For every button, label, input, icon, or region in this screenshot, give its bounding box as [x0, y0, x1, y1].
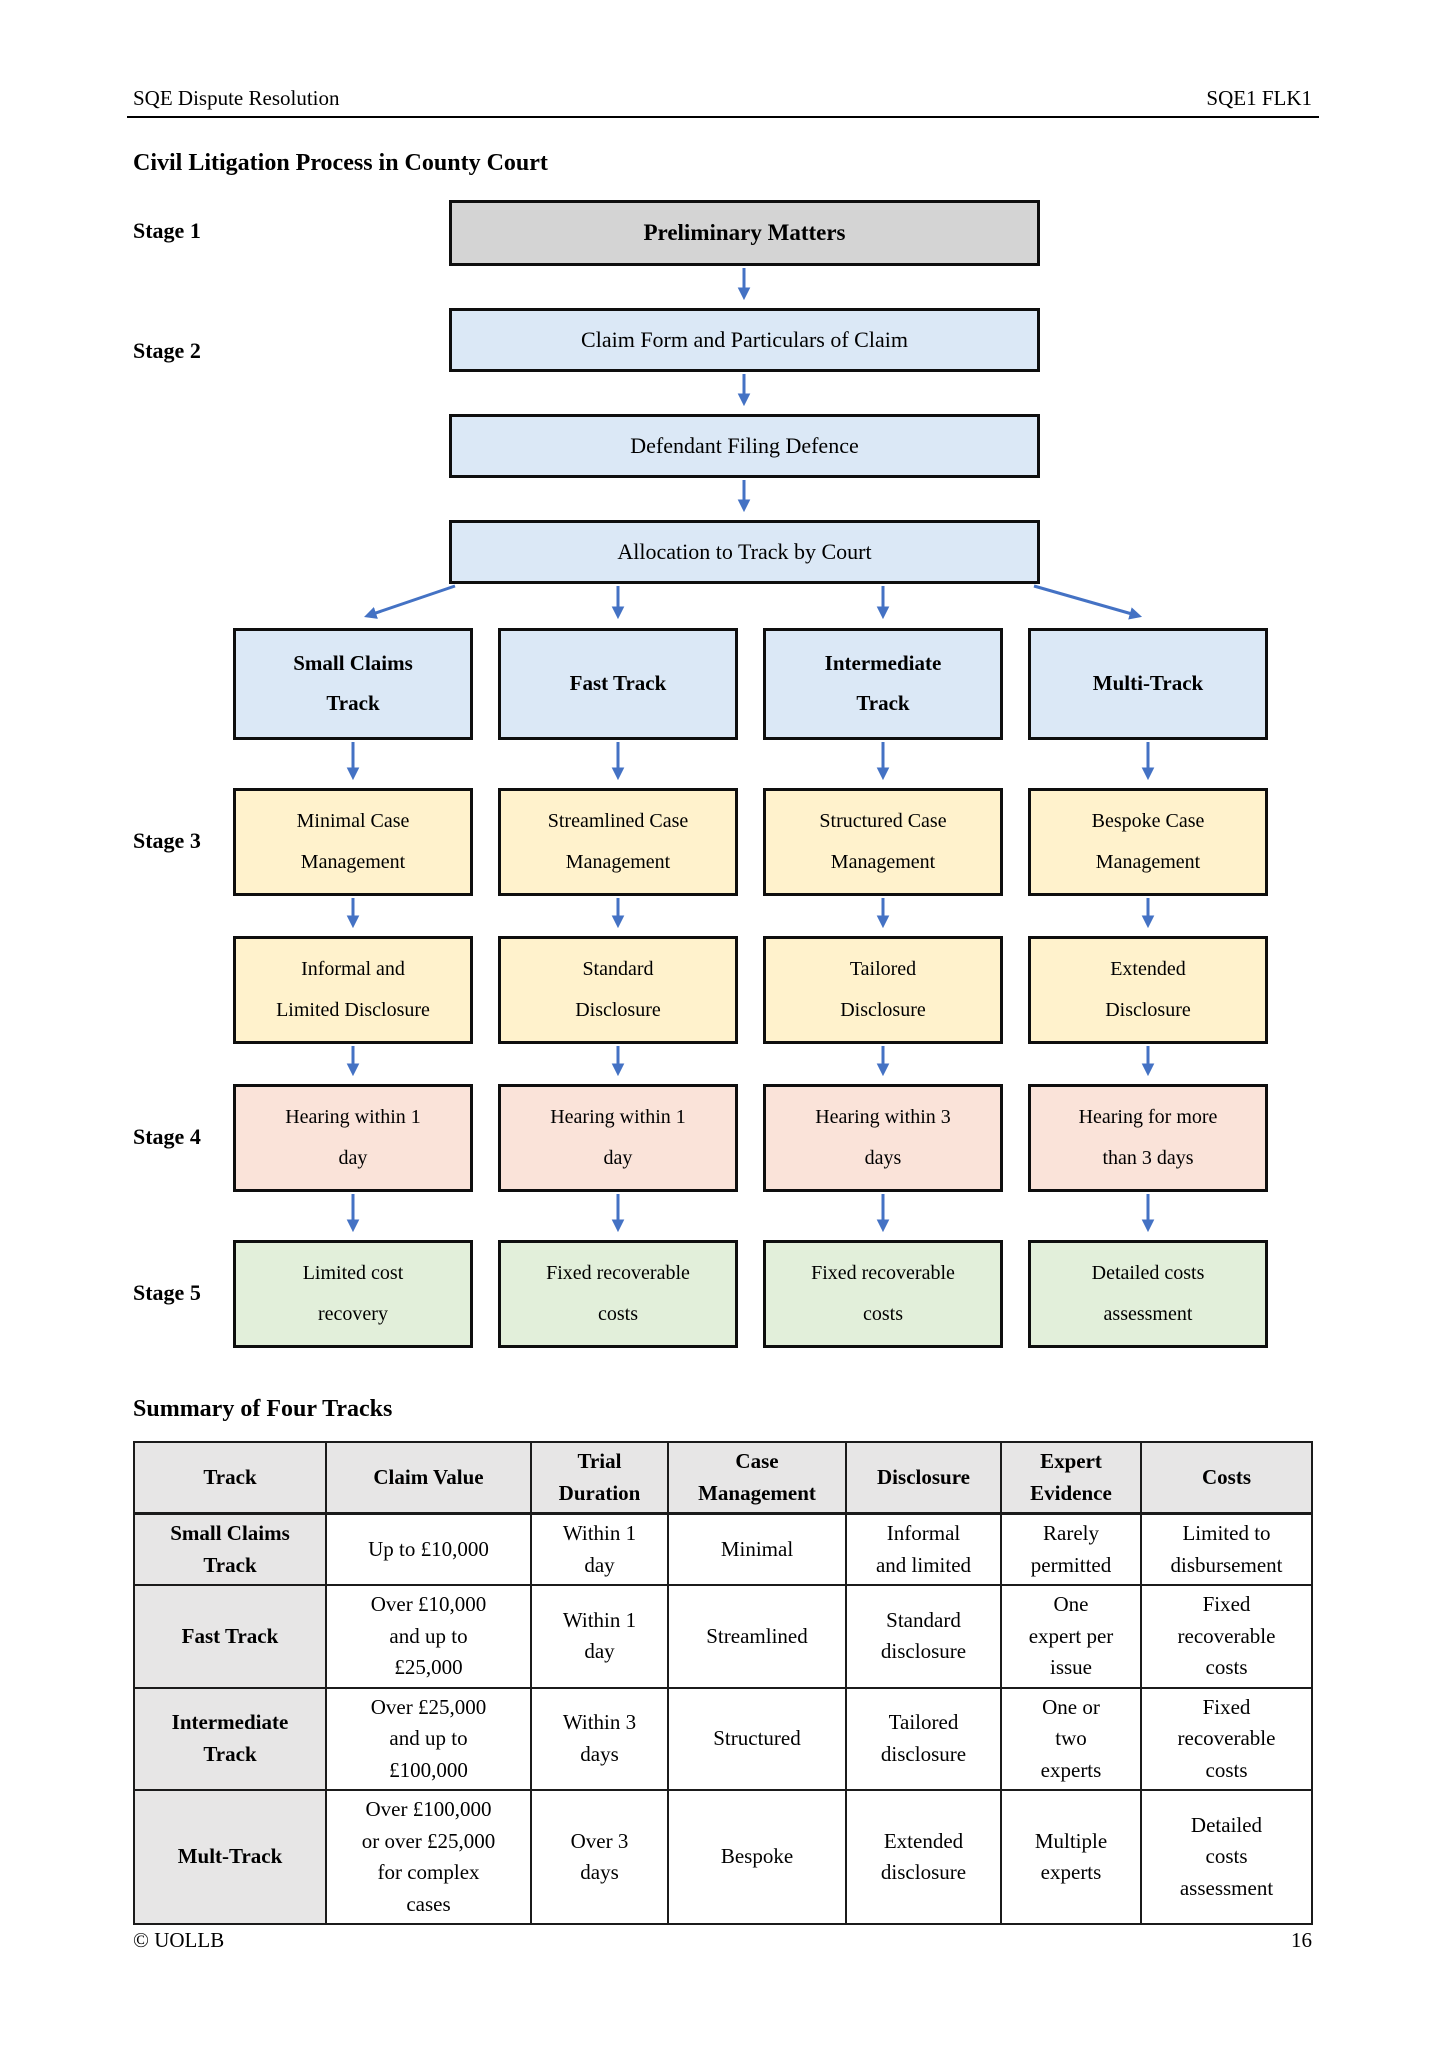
table-cell: Fixed recoverable costs	[1140, 1686, 1313, 1791]
column-header-track: Track	[133, 1441, 327, 1515]
table-cell: Intermediate Track	[133, 1686, 327, 1791]
hearing-box-multi-track: Hearing for more than 3 days	[1028, 1084, 1268, 1192]
hearing-box-small-claims: Hearing within 1 day	[233, 1084, 473, 1192]
table-row-intermediate: Intermediate Track Over £25,000 and up t…	[133, 1686, 1313, 1791]
disclosure-box-fast-track: Standard Disclosure	[498, 936, 738, 1044]
table-cell: Over £10,000 and up to £25,000	[325, 1584, 532, 1689]
column-header-costs: Costs	[1140, 1441, 1313, 1515]
flow-box-allocation: Allocation to Track by Court	[449, 520, 1040, 584]
table-cell: Limited to disbursement	[1140, 1512, 1313, 1586]
header-right-text: SQE1 FLK1	[1206, 86, 1312, 110]
table-cell: Extended disclosure	[845, 1789, 1002, 1925]
table-cell: Over 3 days	[530, 1789, 669, 1925]
table-cell: Multiple experts	[1000, 1789, 1142, 1925]
column-header-case-management: Case Management	[667, 1441, 847, 1515]
hearing-box-intermediate: Hearing within 3 days	[763, 1084, 1003, 1192]
summary-table-wrap: Track Claim Value Trial Duration Case Ma…	[133, 1441, 1313, 1925]
table-row-small-claims: Small Claims Track Up to £10,000 Within …	[133, 1512, 1313, 1586]
column-header-disclosure: Disclosure	[845, 1441, 1002, 1515]
table-cell: Within 1 day	[530, 1584, 669, 1689]
table-cell: Fast Track	[133, 1584, 327, 1689]
stage-label-3: Stage 3	[133, 828, 201, 853]
table-cell: Within 1 day	[530, 1512, 669, 1586]
costs-box-fast-track: Fixed recoverable costs	[498, 1240, 738, 1348]
stage-label-5: Stage 5	[133, 1280, 201, 1305]
table-row-multi-track: Mult-Track Over £100,000 or over £25,000…	[133, 1789, 1313, 1925]
flow-box-defendant-defence: Defendant Filing Defence	[449, 414, 1040, 478]
table-cell: Within 3 days	[530, 1686, 669, 1791]
stage-label-4: Stage 4	[133, 1124, 201, 1149]
table-cell: Detailed costs assessment	[1140, 1789, 1313, 1925]
table-cell: Minimal	[667, 1512, 847, 1586]
column-header-trial-duration: Trial Duration	[530, 1441, 669, 1515]
table-cell: Standard disclosure	[845, 1584, 1002, 1689]
track-box-small-claims: Small Claims Track	[233, 628, 473, 740]
table-cell: Small Claims Track	[133, 1512, 327, 1586]
disclosure-box-small-claims: Informal and Limited Disclosure	[233, 936, 473, 1044]
column-header-expert-evidence: Expert Evidence	[1000, 1441, 1142, 1515]
stage-label-1: Stage 1	[133, 218, 201, 243]
table-cell: Structured	[667, 1686, 847, 1791]
table-cell: Rarely permitted	[1000, 1512, 1142, 1586]
flow-box-claim-form: Claim Form and Particulars of Claim	[449, 308, 1040, 372]
table-header-row: Track Claim Value Trial Duration Case Ma…	[133, 1441, 1313, 1515]
stage-label-2: Stage 2	[133, 338, 201, 363]
flow-box-preliminary-matters: Preliminary Matters	[449, 200, 1040, 266]
case-management-box-intermediate: Structured Case Management	[763, 788, 1003, 896]
table-cell: Mult-Track	[133, 1789, 327, 1925]
table-cell: One expert per issue	[1000, 1584, 1142, 1689]
costs-box-small-claims: Limited cost recovery	[233, 1240, 473, 1348]
case-management-box-small-claims: Minimal Case Management	[233, 788, 473, 896]
table-cell: Tailored disclosure	[845, 1686, 1002, 1791]
hearing-box-fast-track: Hearing within 1 day	[498, 1084, 738, 1192]
costs-box-intermediate: Fixed recoverable costs	[763, 1240, 1003, 1348]
disclosure-box-intermediate: Tailored Disclosure	[763, 936, 1003, 1044]
table-cell: Streamlined	[667, 1584, 847, 1689]
disclosure-box-multi-track: Extended Disclosure	[1028, 936, 1268, 1044]
case-management-box-multi-track: Bespoke Case Management	[1028, 788, 1268, 896]
table-row-fast-track: Fast Track Over £10,000 and up to £25,00…	[133, 1584, 1313, 1689]
track-box-multi-track: Multi-Track	[1028, 628, 1268, 740]
summary-heading: Summary of Four Tracks	[133, 1396, 393, 1422]
footer-copyright: © UOLLB	[133, 1928, 225, 1952]
table-cell: Bespoke	[667, 1789, 847, 1925]
table-cell: Over £25,000 and up to £100,000	[325, 1686, 532, 1791]
costs-box-multi-track: Detailed costs assessment	[1028, 1240, 1268, 1348]
table-cell: Over £100,000 or over £25,000 for comple…	[325, 1789, 532, 1925]
case-management-box-fast-track: Streamlined Case Management	[498, 788, 738, 896]
track-box-intermediate: Intermediate Track	[763, 628, 1003, 740]
header-left-text: SQE Dispute Resolution	[133, 86, 340, 110]
table-cell: Informal and limited	[845, 1512, 1002, 1586]
column-header-claim-value: Claim Value	[325, 1441, 532, 1515]
page-title: Civil Litigation Process in County Court	[133, 150, 548, 176]
table-cell: Up to £10,000	[325, 1512, 532, 1586]
table-cell: One or two experts	[1000, 1686, 1142, 1791]
track-box-fast-track: Fast Track	[498, 628, 738, 740]
summary-table: Track Claim Value Trial Duration Case Ma…	[133, 1441, 1313, 1925]
table-cell: Fixed recoverable costs	[1140, 1584, 1313, 1689]
footer-page-number: 16	[1291, 1928, 1312, 1952]
header-rule	[127, 116, 1319, 118]
